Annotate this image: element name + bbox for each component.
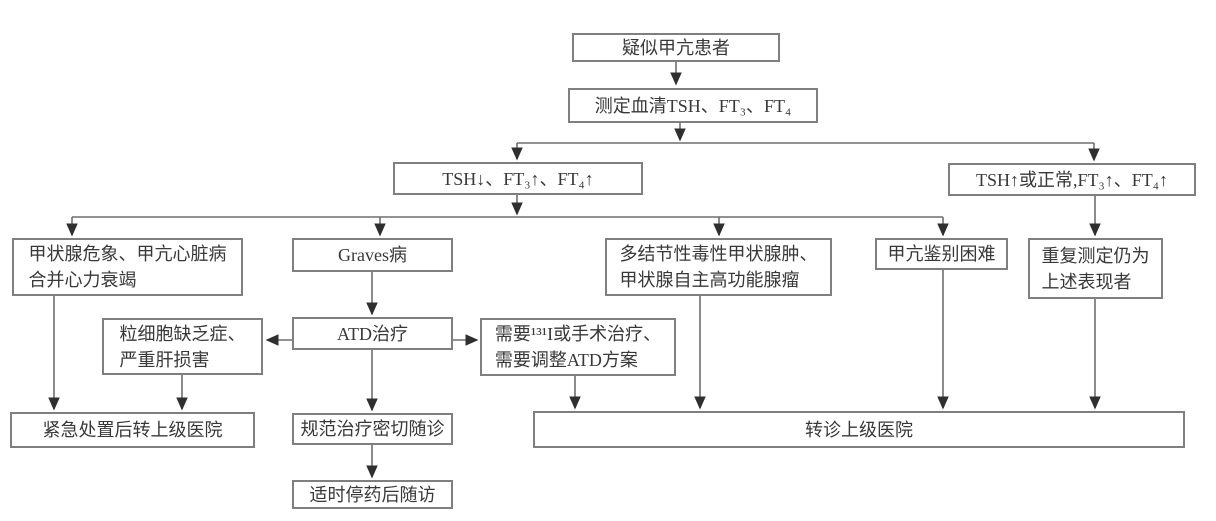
node-thyroid-crisis-line1: 甲状腺危象、甲亢心脏病 (28, 244, 227, 264)
node-atd-therapy: ATD治疗 (292, 317, 453, 350)
node-agranulocytosis-line1: 粒细胞缺乏症、 (119, 323, 246, 344)
node-repeat-measure-line2: 上述表现者 (1041, 271, 1132, 292)
node-referral-higher-hospital: 转诊上级医院 (533, 411, 1185, 448)
node-stop-medication-followup: 适时停药后随访 (292, 480, 453, 509)
node-differential-difficult: 甲亢鉴别困难 (875, 238, 1008, 270)
node-toxic-multinodular-goiter-line1: 多结节性毒性甲状腺肿、 (619, 244, 818, 264)
node-need-radioiodine-or-surgery: 需要¹³¹I或手术治疗、 需要调整ATD方案 (480, 318, 676, 376)
node-stop-medication-followup-label: 适时停药后随访 (309, 484, 436, 505)
node-repeat-measure-line1: 重复测定仍为 (1041, 245, 1150, 266)
node-tsh-low: TSH↓、FT₃↑、FT₄↑ (393, 162, 643, 195)
node-standard-treatment-followup: 规范治疗密切随诊 (292, 413, 453, 445)
node-emergency-referral: 紧急处置后转上级医院 (10, 412, 255, 448)
node-referral-higher-hospital-label: 转诊上级医院 (805, 419, 913, 440)
node-repeat-measure: 重复测定仍为 上述表现者 (1028, 238, 1163, 299)
node-emergency-referral-label: 紧急处置后转上级医院 (42, 420, 223, 440)
node-tsh-high-or-normal: TSH↑或正常,FT₃↑、FT₄↑ (948, 163, 1196, 196)
node-differential-difficult-label: 甲亢鉴别困难 (887, 244, 996, 264)
node-suspect-patient: 疑似甲亢患者 (572, 33, 780, 62)
node-suspect-patient-label: 疑似甲亢患者 (622, 37, 730, 58)
node-need-radioiodine-or-surgery-line1: 需要¹³¹I或手术治疗、 (494, 324, 662, 344)
node-thyroid-crisis-line2: 合并心力衰竭 (28, 270, 137, 290)
node-repeat-measure-label: 重复测定仍为 上述表现者 (1042, 243, 1150, 295)
node-agranulocytosis: 粒细胞缺乏症、 严重肝损害 (102, 318, 263, 375)
node-thyroid-crisis-label: 甲状腺危象、甲亢心脏病 合并心力衰竭 (29, 241, 227, 293)
node-need-radioiodine-or-surgery-label: 需要¹³¹I或手术治疗、 需要调整ATD方案 (495, 321, 661, 373)
node-measure-serum-label: 测定血清TSH、FT₃、FT₄ (594, 95, 792, 116)
node-tsh-low-label: TSH↓、FT₃↑、FT₄↑ (442, 168, 594, 189)
node-graves-disease-label: Graves病 (338, 245, 407, 265)
node-measure-serum: 测定血清TSH、FT₃、FT₄ (568, 88, 818, 123)
node-toxic-multinodular-goiter-label: 多结节性毒性甲状腺肿、 甲状腺自主高功能腺瘤 (620, 241, 818, 293)
node-standard-treatment-followup-label: 规范治疗密切随诊 (300, 419, 445, 439)
node-graves-disease: Graves病 (292, 238, 453, 272)
node-toxic-multinodular-goiter: 多结节性毒性甲状腺肿、 甲状腺自主高功能腺瘤 (605, 238, 832, 296)
node-atd-therapy-label: ATD治疗 (337, 323, 408, 344)
node-thyroid-crisis: 甲状腺危象、甲亢心脏病 合并心力衰竭 (12, 238, 243, 296)
node-agranulocytosis-label: 粒细胞缺乏症、 严重肝损害 (120, 321, 246, 373)
node-tsh-high-or-normal-label: TSH↑或正常,FT₃↑、FT₄↑ (975, 169, 1169, 190)
node-agranulocytosis-line2: 严重肝损害 (119, 349, 210, 370)
node-toxic-multinodular-goiter-line2: 甲状腺自主高功能腺瘤 (619, 270, 800, 290)
node-need-radioiodine-or-surgery-line2: 需要调整ATD方案 (494, 350, 638, 370)
